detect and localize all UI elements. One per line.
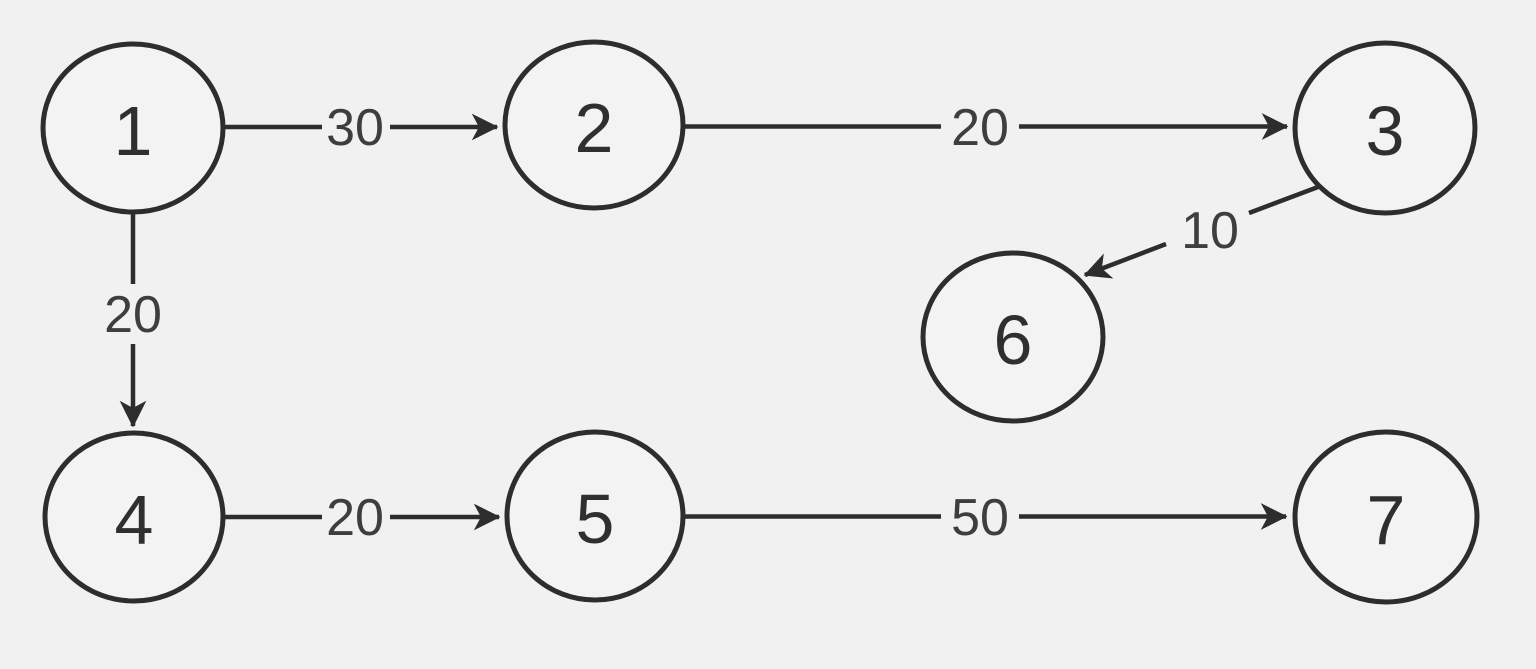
node-4: 4 (42, 430, 226, 604)
node-5: 5 (504, 429, 686, 603)
edge-1-2: 30 (223, 99, 499, 157)
edge-1-4: 20 (104, 213, 162, 428)
edge-5-7: 50 (683, 489, 1288, 547)
node-label: 7 (1367, 481, 1406, 559)
node-label: 3 (1366, 92, 1405, 170)
node-2: 2 (502, 39, 686, 211)
node-circle (42, 430, 226, 604)
node-circle (502, 39, 686, 211)
node-circle (920, 250, 1106, 424)
edge-weight-label: 30 (326, 99, 384, 157)
node-1: 1 (40, 41, 226, 215)
node-label: 4 (115, 481, 154, 559)
edge-3-6: 10 (1083, 184, 1319, 279)
node-label: 1 (114, 92, 153, 170)
node-label: 2 (575, 89, 614, 167)
edge-line (1248, 184, 1319, 216)
edge-arrow-line (1083, 241, 1167, 279)
node-3: 3 (1292, 40, 1478, 216)
edge-weight-label: 20 (326, 489, 384, 547)
node-circle (504, 429, 686, 603)
node-circle (1292, 40, 1478, 216)
node-circle (40, 41, 226, 215)
edge-4-5: 20 (223, 489, 501, 547)
edge-weight-label: 50 (951, 489, 1009, 547)
node-7: 7 (1292, 429, 1480, 605)
edge-weight-label: 20 (951, 99, 1009, 157)
edge-weight-label: 10 (1181, 202, 1239, 260)
edge-2-3: 20 (683, 99, 1289, 157)
node-circle (1292, 429, 1480, 605)
node-label: 5 (576, 480, 615, 558)
node-6: 6 (920, 250, 1106, 424)
node-label: 6 (994, 301, 1033, 379)
edge-weight-label: 20 (104, 286, 162, 344)
